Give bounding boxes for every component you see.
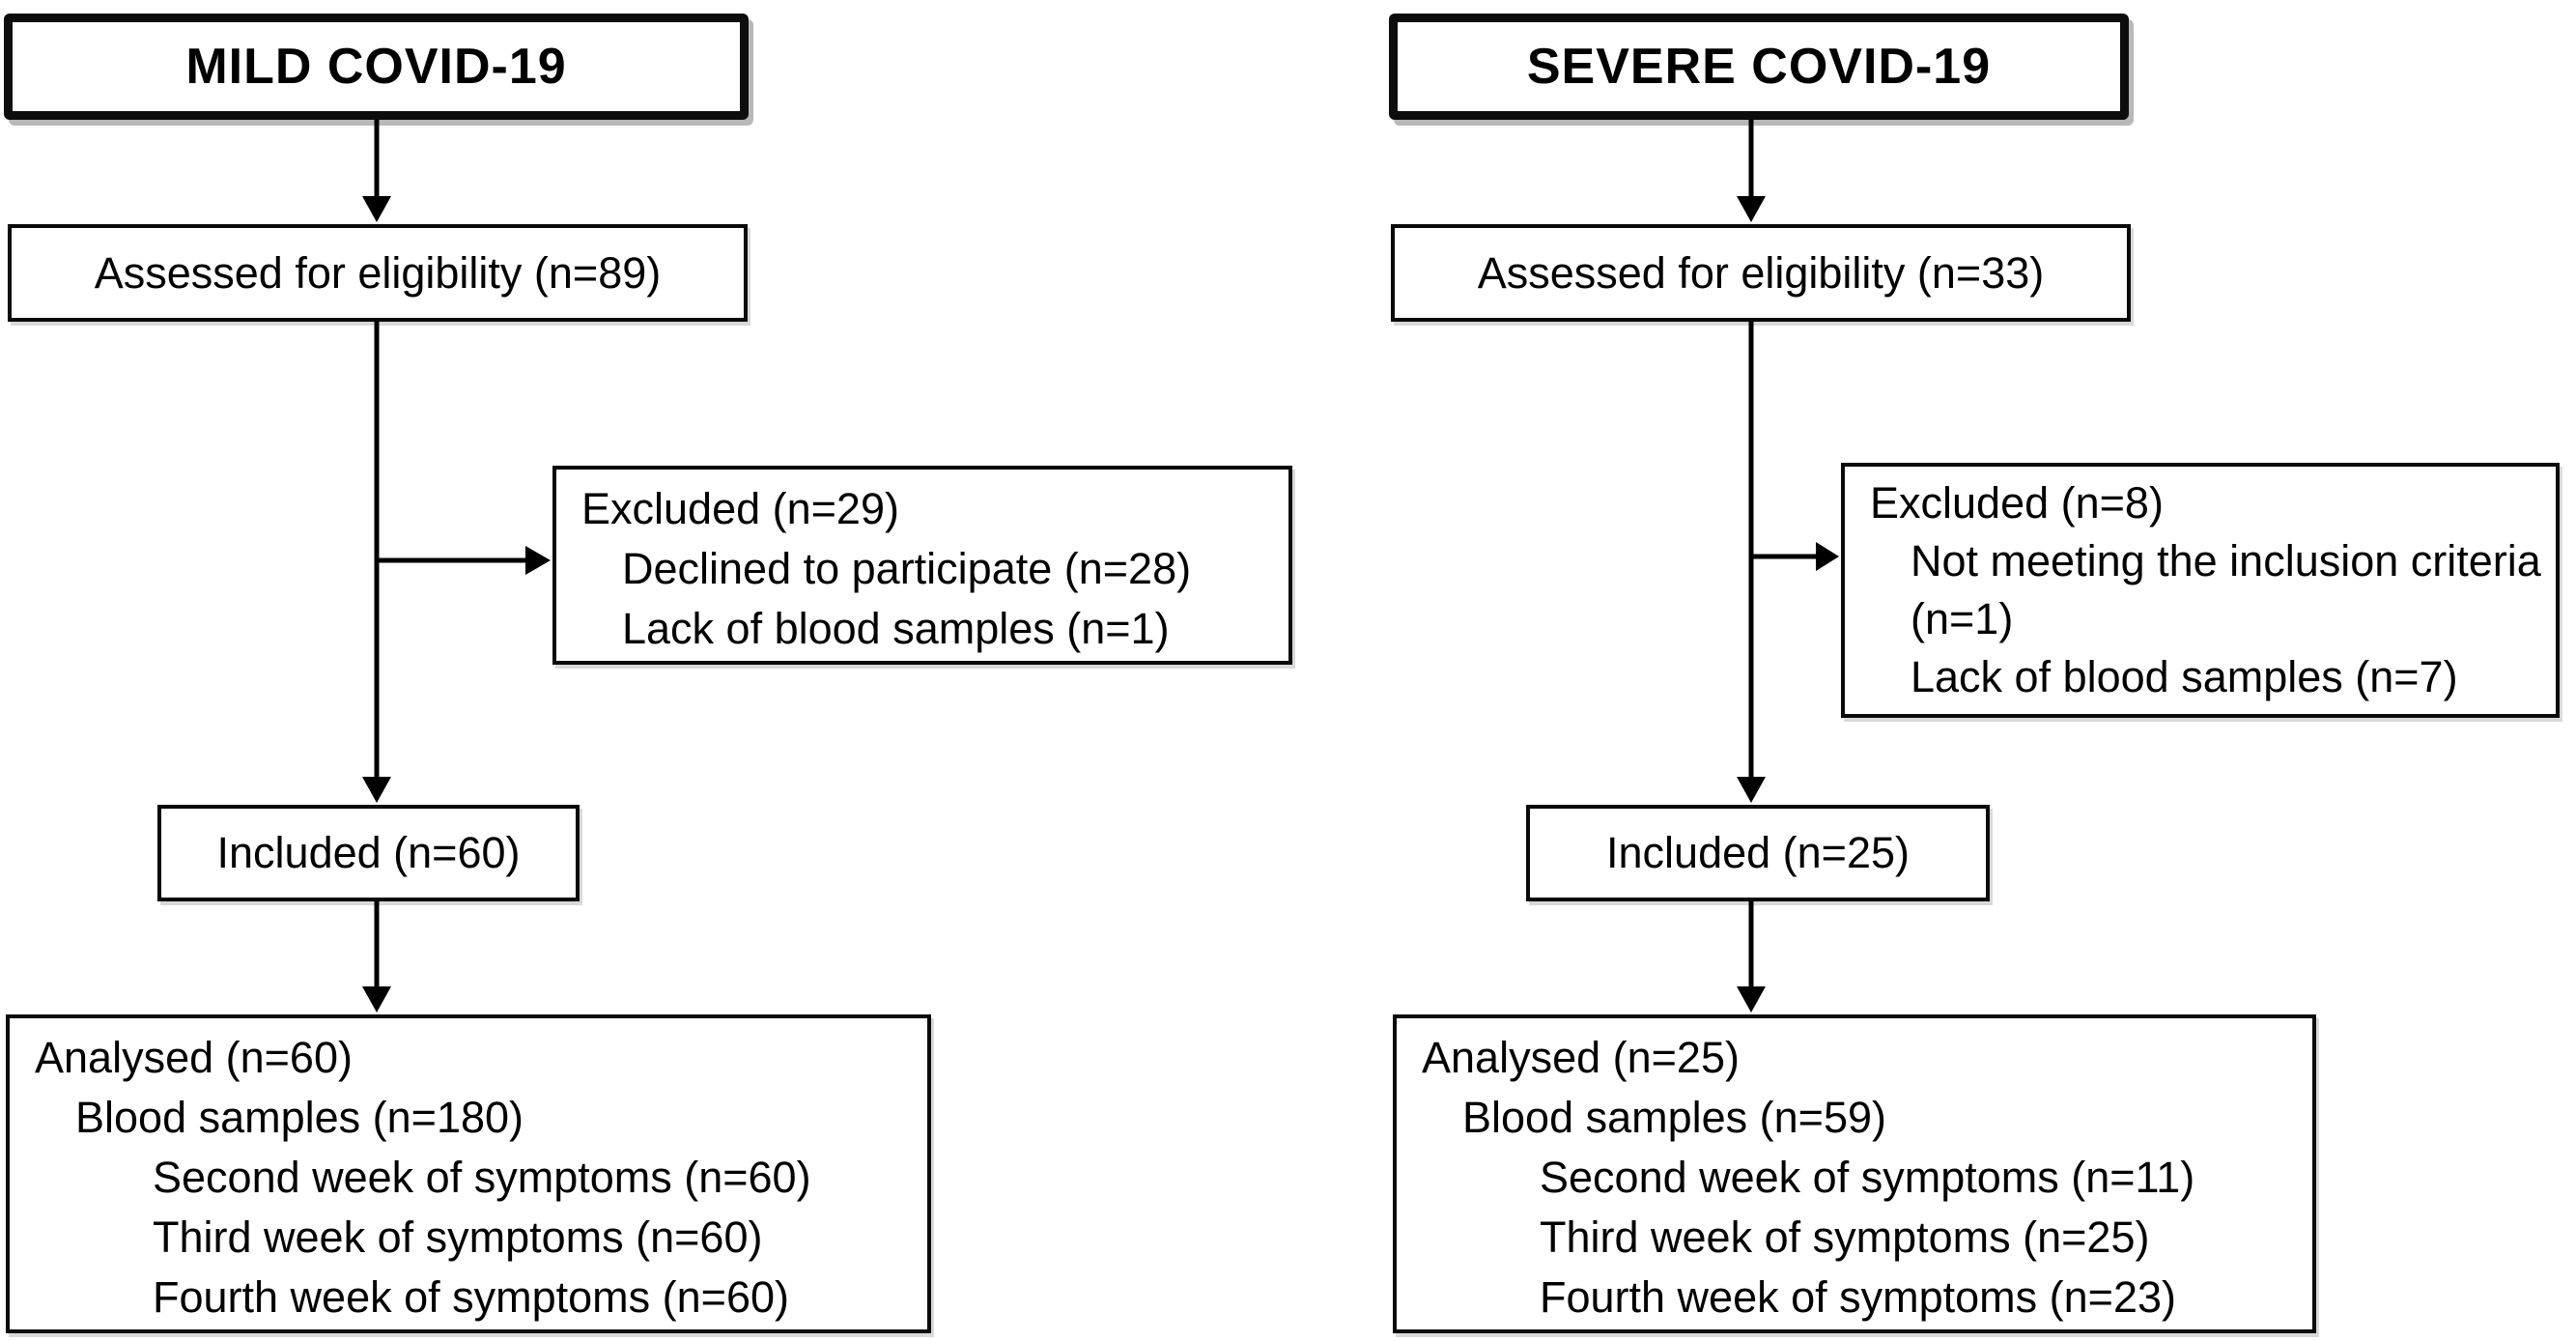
mild-arrowhead-excluded [525,546,551,575]
severe-assessed-label: Assessed for eligibility (n=33) [1477,247,2045,298]
severe-included-box: Included (n=25) [1526,805,1990,901]
mild-excluded-item: Lack of blood samples (n=1) [622,604,1170,653]
mild-title-label: MILD COVID-19 [185,39,567,95]
severe-excluded-box: Excluded (n=8) Not meeting the inclusion… [1841,463,2560,718]
severe-arrowhead-excluded [1816,542,1839,571]
severe-arrowhead-assessed [1737,196,1766,222]
mild-assessed-label: Assessed for eligibility (n=89) [94,247,662,298]
mild-arrowhead-included [362,777,391,803]
mild-arrowhead-analysed [362,986,391,1013]
severe-week-line: Third week of symptoms (n=25) [1540,1213,2150,1262]
severe-title-box: SEVERE COVID-19 [1389,14,2129,120]
severe-analysed-box: Analysed (n=25) Blood samples (n=59) Sec… [1393,1014,2316,1333]
mild-excluded-item: Declined to participate (n=28) [622,544,1192,593]
mild-connectors [362,118,551,1013]
mild-week-line: Second week of symptoms (n=60) [153,1153,811,1202]
mild-excluded-box: Excluded (n=29) Declined to participate … [552,466,1292,665]
mild-week-line: Third week of symptoms (n=60) [153,1213,763,1262]
severe-arrowhead-analysed [1737,986,1766,1013]
mild-blood-samples-line: Blood samples (n=180) [75,1093,524,1142]
mild-assessed-box: Assessed for eligibility (n=89) [8,224,748,322]
severe-week-line: Fourth week of symptoms (n=23) [1540,1272,2177,1322]
mild-title-box: MILD COVID-19 [4,14,749,120]
mild-analysed-box: Analysed (n=60) Blood samples (n=180) Se… [6,1014,931,1333]
mild-week-line: Fourth week of symptoms (n=60) [153,1272,790,1322]
severe-connectors [1737,118,1839,1013]
severe-included-label: Included (n=25) [1606,828,1910,877]
mild-analysed-title: Analysed (n=60) [35,1033,353,1082]
mild-arrowhead-assessed [362,196,391,222]
severe-analysed-title: Analysed (n=25) [1422,1033,1740,1082]
mild-excluded-title: Excluded (n=29) [581,484,899,533]
severe-week-line: Second week of symptoms (n=11) [1540,1153,2195,1202]
severe-arrowhead-included [1737,777,1766,803]
severe-title-label: SEVERE COVID-19 [1526,39,1992,95]
severe-excluded-title: Excluded (n=8) [1870,478,2164,528]
mild-included-label: Included (n=60) [216,828,521,877]
severe-excluded-item: Lack of blood samples (n=7) [1911,652,2458,701]
mild-included-box: Included (n=60) [157,805,580,901]
severe-blood-samples-line: Blood samples (n=59) [1462,1093,1886,1142]
severe-assessed-box: Assessed for eligibility (n=33) [1391,224,2131,322]
severe-excluded-item: Not meeting the inclusion criteria (n=1) [1911,536,2541,643]
